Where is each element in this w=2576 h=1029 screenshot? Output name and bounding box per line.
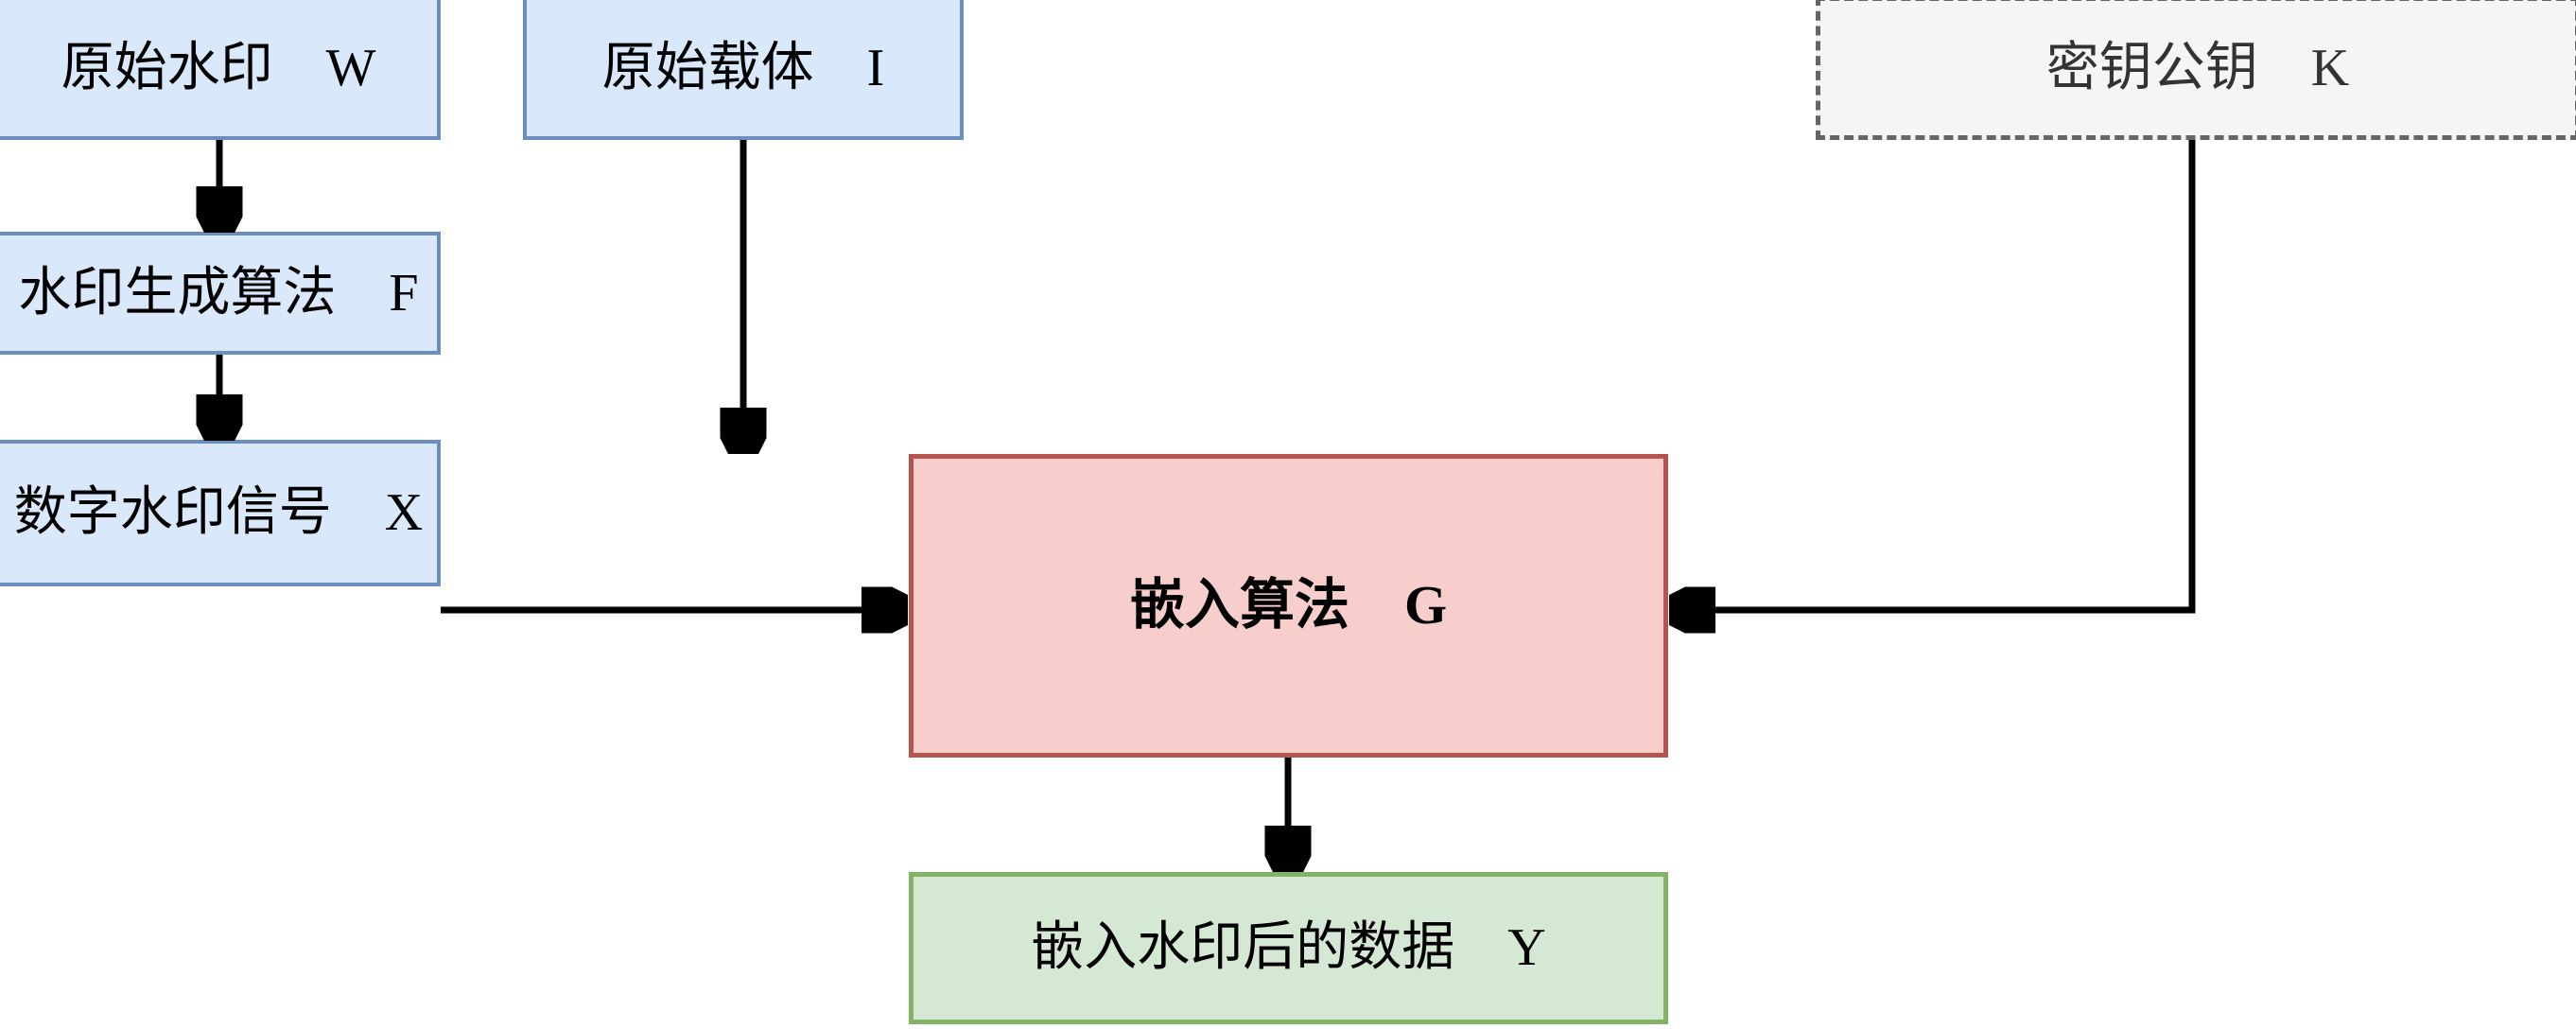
node-watermark-source[interactable]: 原始水印 W: [0, 0, 441, 140]
node-watermark-generator-label: 水印生成算法 F: [18, 263, 419, 323]
node-watermark-generator[interactable]: 水印生成算法 F: [0, 232, 441, 355]
node-watermarked-data[interactable]: 嵌入水印后的数据 Y: [909, 872, 1668, 1024]
node-watermark-signal-label: 数字水印信号 X: [13, 483, 424, 543]
node-cover-carrier-label: 原始载体 I: [601, 38, 885, 97]
node-key-label: 密钥公钥 K: [2045, 38, 2350, 97]
node-watermark-signal[interactable]: 数字水印信号 X: [0, 440, 441, 586]
node-embed-algorithm[interactable]: 嵌入算法 G: [909, 454, 1668, 758]
node-watermarked-data-label: 嵌入水印后的数据 Y: [1031, 918, 1546, 978]
node-cover-carrier[interactable]: 原始载体 I: [523, 0, 964, 140]
node-embed-algorithm-label: 嵌入算法 G: [1129, 574, 1448, 637]
node-watermark-source-label: 原始水印 W: [61, 38, 376, 97]
edge-key-to-embed: [1677, 140, 2196, 610]
node-key[interactable]: 密钥公钥 K: [1816, 0, 2576, 140]
